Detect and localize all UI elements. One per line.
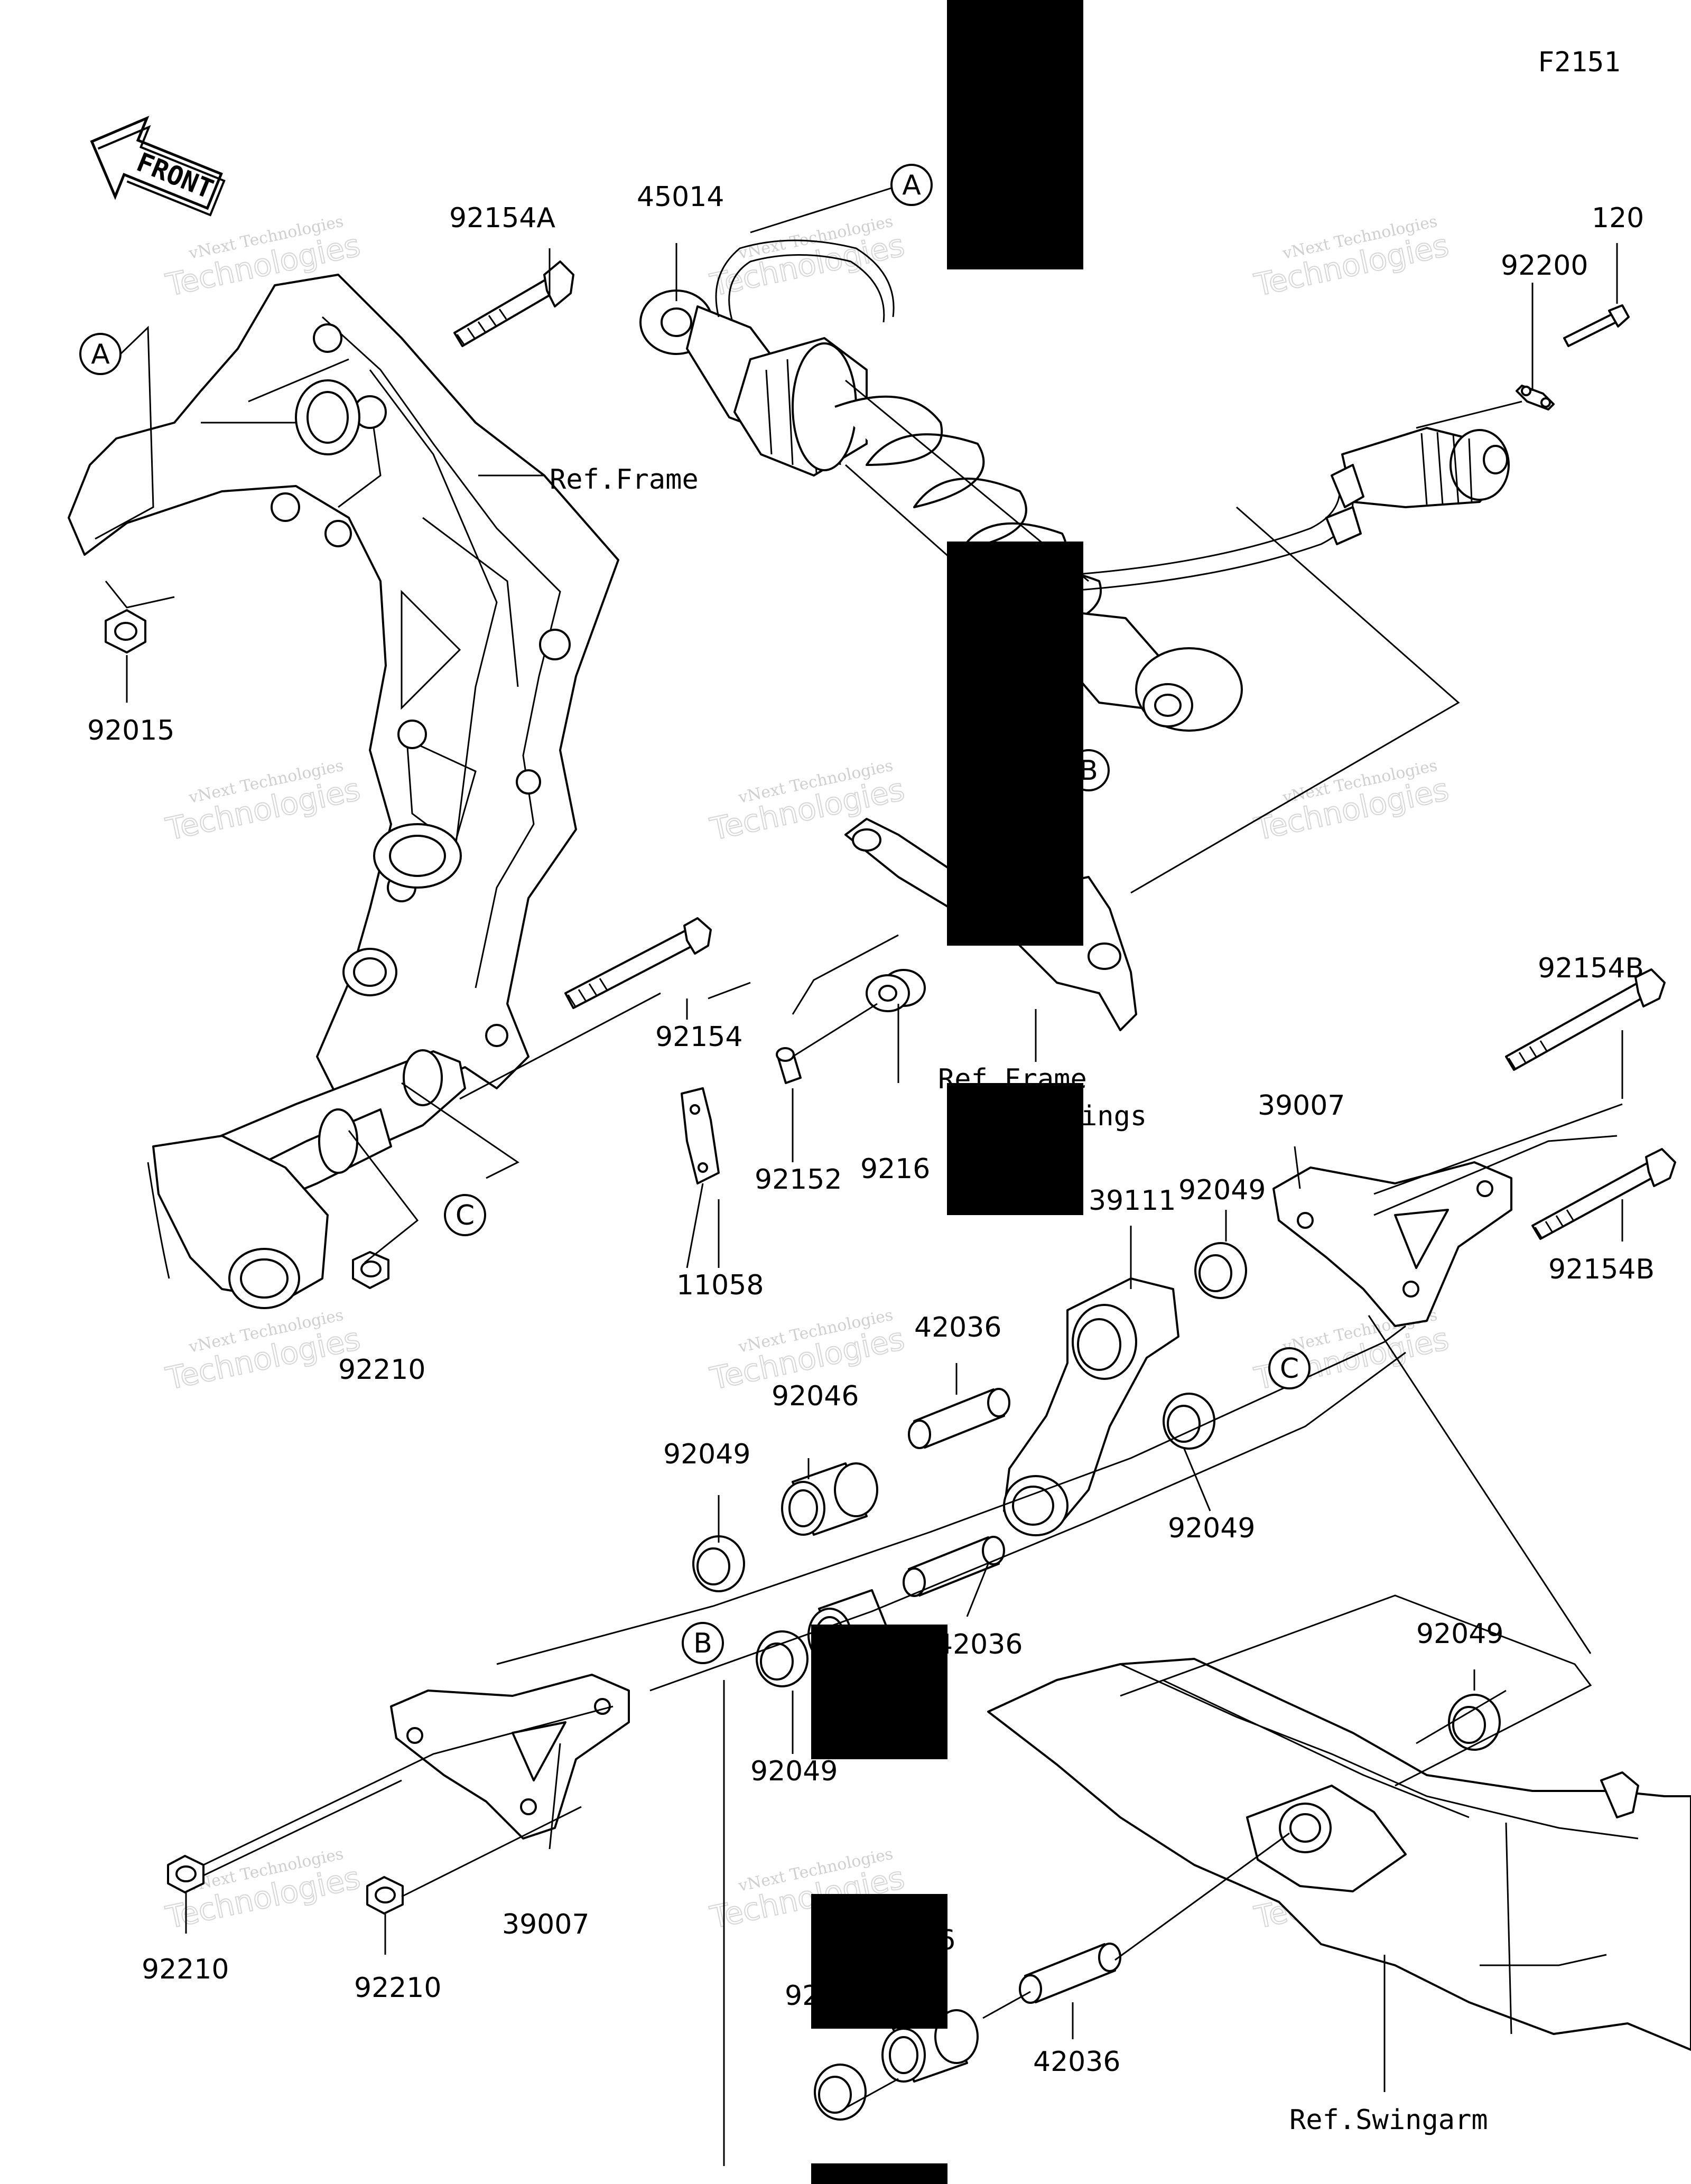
clamp-11058-drawing (681, 1087, 720, 1184)
redaction-block (947, 1083, 1083, 1215)
part-label-92210-mid: 92210 (354, 1972, 441, 2004)
redaction-block (811, 2163, 947, 2184)
bearing-92046-drawing (781, 1462, 878, 1536)
ref-swingarm: Ref.Swingarm (1289, 2104, 1488, 2136)
part-label-45014: 45014 (637, 181, 724, 213)
leader-lines (105, 186, 1623, 2166)
part-label-92152: 92152 (755, 1164, 842, 1196)
tie-rod-39007-upper-drawing (1272, 1161, 1512, 1327)
callout-c-left: C (444, 1194, 486, 1236)
part-label-39007-upper: 39007 (1258, 1090, 1345, 1122)
ref-fittings: ings (1081, 1100, 1147, 1132)
callout-c-right: C (1268, 1347, 1311, 1389)
washer-lower-drawing (814, 2064, 867, 2121)
redaction-block (811, 1894, 947, 2029)
part-label-92049-left: 92049 (663, 1439, 750, 1470)
redaction-blocks (811, 0, 1083, 2184)
part-label-92049-center: 92049 (750, 1756, 838, 1787)
redaction-block (811, 1625, 947, 1759)
part-label-92154: 92154 (655, 1021, 742, 1053)
redaction-block (947, 0, 1083, 269)
part-label-42036-lower: 42036 (1033, 2046, 1120, 2078)
part-label-92049-mid-right: 92049 (1168, 1513, 1255, 1544)
callout-letter: C (456, 1200, 475, 1231)
part-label-92049-upper: 92049 (1178, 1174, 1266, 1206)
part-label-92161: 9216 (860, 1153, 930, 1185)
part-label-39007-lower: 39007 (502, 1909, 589, 1940)
washer-92049-right-drawing (1448, 1694, 1501, 1751)
frame-bracket-drawing (68, 260, 712, 1309)
nut-92015-drawing (105, 609, 146, 654)
nut-92210-upper-drawing (352, 1251, 389, 1289)
ref-frame-top: Ref.Frame (550, 464, 699, 496)
callout-a-top: A (890, 164, 933, 206)
collar-42036-upper-drawing (908, 1388, 1010, 1449)
tie-rod-39007-lower-drawing (390, 1674, 630, 1840)
washer-92049-upper-drawing (1194, 1242, 1247, 1299)
part-label-120: 120 (1592, 202, 1644, 234)
swingarm-drawing (987, 1658, 1691, 2051)
washer-92049-center-drawing (756, 1630, 809, 1687)
part-label-92154B-lower: 92154B (1548, 1254, 1655, 1285)
redaction-block (947, 542, 1083, 946)
part-label-92049-right: 92049 (1416, 1618, 1503, 1650)
part-label-92154B-upper: 92154B (1538, 953, 1644, 984)
washer-92049-left-drawing (692, 1535, 745, 1592)
part-label-92200: 92200 (1501, 250, 1588, 282)
part-label-92154A: 92154A (449, 202, 555, 234)
bolt-92154B-lower-drawing (1531, 1148, 1676, 1240)
callout-letter: A (91, 339, 110, 370)
nut-92210-mid-drawing (366, 1876, 404, 1915)
part-label-92210-left: 92210 (142, 1954, 229, 1985)
bracket-92200-drawing (1516, 385, 1555, 410)
callout-b-mid: B (682, 1622, 724, 1664)
bolt-92154B-upper-drawing (1505, 968, 1666, 1071)
part-label-92210-upper: 92210 (338, 1354, 425, 1386)
rocker-arm-39111-drawing (1003, 1277, 1179, 1536)
front-arrow-icon: FRONT (90, 116, 226, 217)
collar-92161-drawing (866, 969, 926, 1012)
callout-letter: C (1280, 1353, 1299, 1385)
collar-42036-lower-drawing (1019, 1943, 1121, 2004)
bolt-120-drawing (1563, 304, 1630, 347)
part-label-39111: 39111 (1089, 1185, 1176, 1217)
bolt-92154A-drawing (453, 260, 574, 347)
collar-42036-mid-drawing (903, 1536, 1005, 1597)
collar-92152-drawing (776, 1047, 802, 1084)
callout-letter: A (902, 170, 921, 201)
part-label-42036-upper: 42036 (914, 1312, 1001, 1343)
part-label-11058: 11058 (676, 1270, 764, 1301)
part-label-42036-mid: 42036 (935, 1629, 1023, 1660)
bolt-92154-drawing (564, 917, 712, 1009)
callout-letter: B (693, 1628, 712, 1659)
nut-92210-left-drawing (167, 1855, 205, 1893)
washer-92049-mid-right-drawing (1163, 1393, 1215, 1450)
part-label-92015: 92015 (87, 715, 174, 746)
part-label-92046: 92046 (772, 1380, 859, 1412)
part-labels: 92154A 45014 120 92200 92015 92154 92154… (87, 181, 1655, 2078)
bearing-lower-drawing (881, 2009, 979, 2083)
callout-a-left: A (79, 325, 154, 540)
diagram-code: F2151 (1538, 46, 1621, 78)
